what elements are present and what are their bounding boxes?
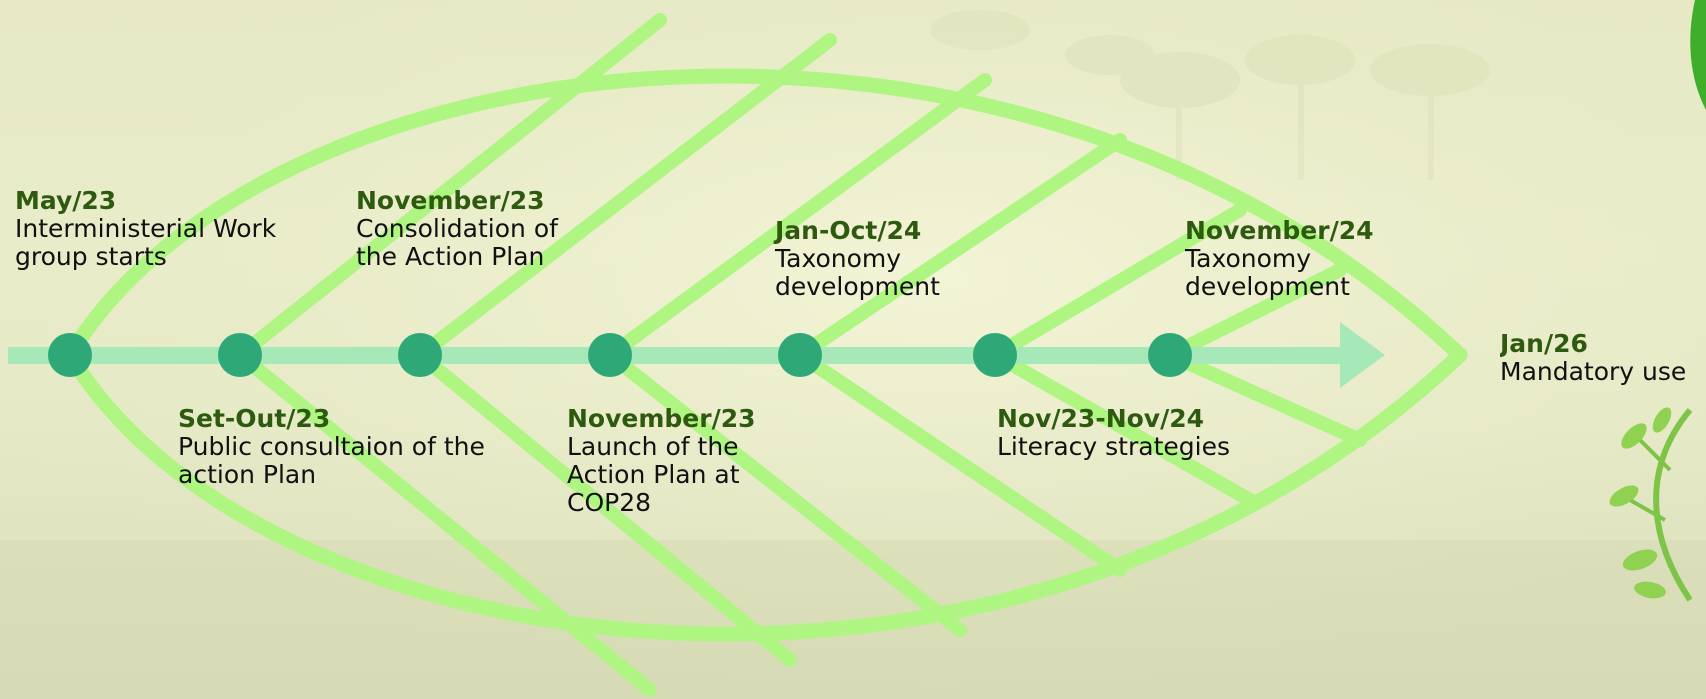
milestone-node [48, 333, 92, 377]
milestone-jan-26: Jan/26 Mandatory use [1500, 330, 1706, 386]
milestone-description: Taxonomy development [1185, 244, 1350, 301]
milestone-date: November/24 [1185, 216, 1374, 245]
milestone-node [218, 333, 262, 377]
milestone-description: Launch of the Action Plan at COP28 [567, 432, 740, 517]
milestone-jan-oct-24: Jan-Oct/24 Taxonomy development [775, 217, 975, 301]
milestone-description: Taxonomy development [775, 244, 940, 301]
milestone-description: Literacy strategies [997, 432, 1230, 461]
milestone-date: Jan-Oct/24 [775, 216, 922, 245]
milestone-date: November/23 [567, 404, 756, 433]
milestone-nov-24: November/24 Taxonomy development [1185, 217, 1385, 301]
milestone-date: Jan/26 [1500, 330, 1588, 358]
milestone-node [1148, 333, 1192, 377]
milestone-description: Consolidation of the Action Plan [356, 214, 558, 271]
milestone-nov-23-consolidation: November/23 Consolidation of the Action … [356, 187, 596, 271]
milestone-description: Interministerial Work group starts [15, 214, 277, 271]
leaf-veins [233, 13, 1367, 697]
milestone-date: Set-Out/23 [178, 404, 331, 433]
milestone-node [973, 333, 1017, 377]
milestone-may-23: May/23 Interministerial Work group start… [15, 187, 315, 271]
palm-trees-silhouette [930, 10, 1490, 180]
axis-arrowhead-icon [1340, 322, 1385, 388]
timeline-axis [8, 322, 1385, 388]
corner-leaf-icon [1690, 0, 1706, 110]
leaf-outline [62, 68, 1468, 642]
milestone-node [588, 333, 632, 377]
milestone-description: Public consultaion of the action Plan [178, 432, 485, 489]
milestone-node [778, 333, 822, 377]
milestone-date: May/23 [15, 186, 117, 215]
milestone-description: Mandatory use [1500, 357, 1687, 386]
timeline-nodes [48, 333, 1192, 377]
milestone-nov-23-nov-24: Nov/23-Nov/24 Literacy strategies [997, 405, 1277, 461]
sapling-icon [1609, 407, 1693, 602]
milestone-node [398, 333, 442, 377]
milestone-set-out-23: Set-Out/23 Public consultaion of the act… [178, 405, 558, 489]
milestone-date: Nov/23-Nov/24 [997, 404, 1205, 433]
milestone-nov-23-cop28: November/23 Launch of the Action Plan at… [567, 405, 767, 517]
milestone-date: November/23 [356, 186, 545, 215]
